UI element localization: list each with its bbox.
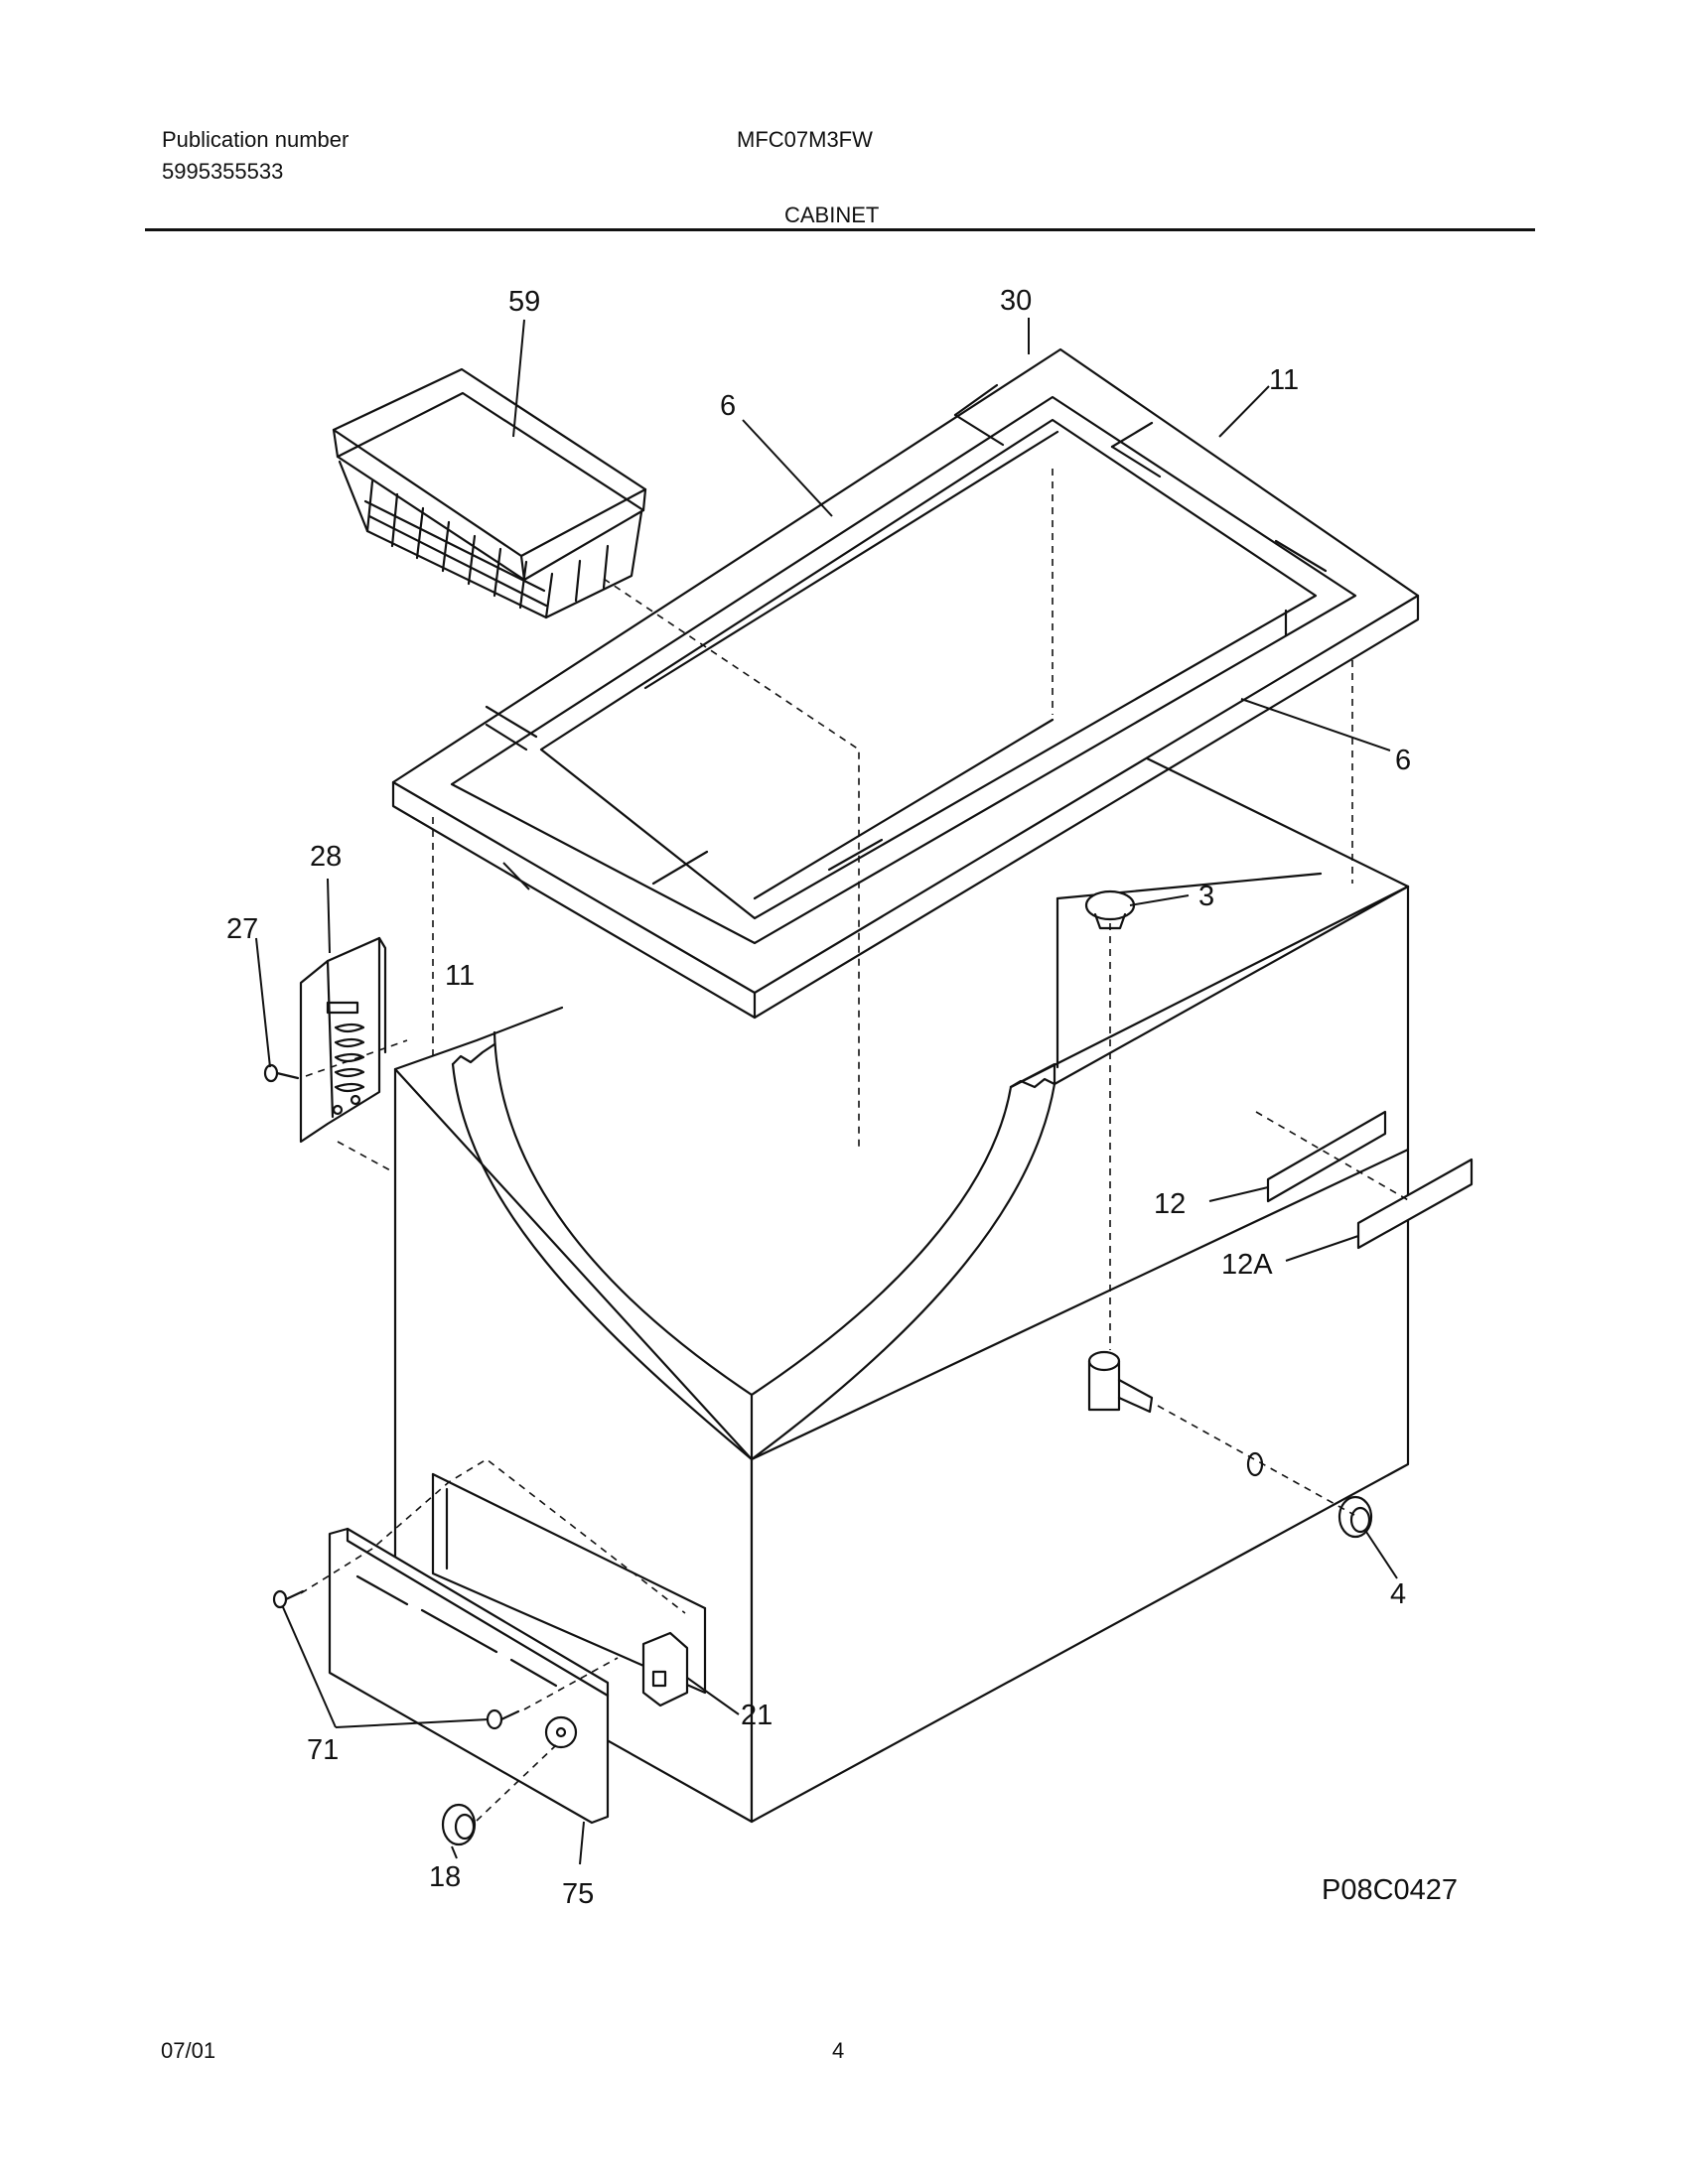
machine-compartment [431,1472,707,1695]
callout-12a: 12A [1221,1249,1273,1281]
grille [328,1527,610,1825]
callout-27: 27 [226,913,258,945]
callout-3: 3 [1198,881,1214,912]
publication-number: 5995355533 [162,159,284,184]
callout-30: 30 [1000,285,1032,317]
drain-tube [1087,1350,1154,1414]
callout-71: 71 [307,1734,339,1766]
callout-28: 28 [310,841,342,873]
callout-12: 12 [1154,1188,1186,1220]
drain-plug-3 [1084,889,1136,930]
callout-11-rear: 11 [1269,364,1299,396]
callout-11-front: 11 [445,960,475,992]
knob [441,1803,477,1846]
publication-number-label: Publication number [162,127,350,152]
callout-6-front: 6 [1395,745,1411,776]
wire-basket [332,367,647,619]
callout-18: 18 [429,1861,461,1893]
hinge-screw [263,1063,300,1083]
drain-cap-4 [1246,1451,1373,1539]
callout-6-rear: 6 [720,390,736,422]
model-number: MFC07M3FW [737,127,873,152]
callout-4: 4 [1390,1578,1406,1610]
figure-code: P08C0427 [1322,1874,1458,1906]
callout-59: 59 [508,286,540,318]
hinge [299,936,387,1144]
callout-75: 75 [562,1878,594,1910]
callout-21: 21 [741,1700,773,1731]
revision-date: 07/01 [161,2038,216,2063]
page-number: 4 [832,2038,845,2063]
breaker-strip-frame [391,347,1420,1020]
thermostat [641,1631,689,1707]
section-title: CABINET [784,203,880,227]
labels-12 [1266,1110,1474,1250]
header-rule [145,228,1535,231]
